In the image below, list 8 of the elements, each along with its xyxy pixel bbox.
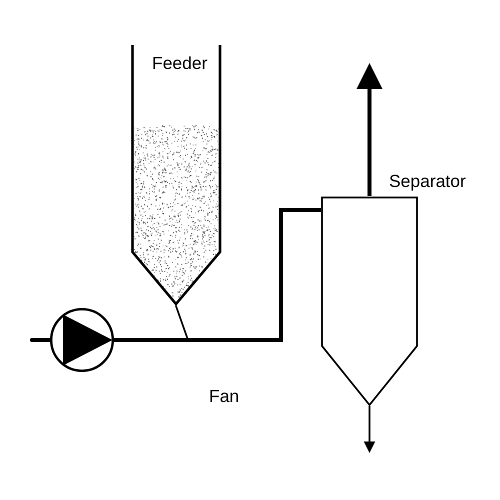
flow-arrow <box>364 406 376 453</box>
flow-arrow <box>356 63 382 196</box>
pipe-line <box>112 338 190 342</box>
fan-label: Fan <box>209 386 240 406</box>
hopper-label: Feeder <box>152 53 208 73</box>
hopper <box>130 45 222 306</box>
separator-label: Separator <box>389 171 466 191</box>
fan-symbol <box>50 308 114 372</box>
